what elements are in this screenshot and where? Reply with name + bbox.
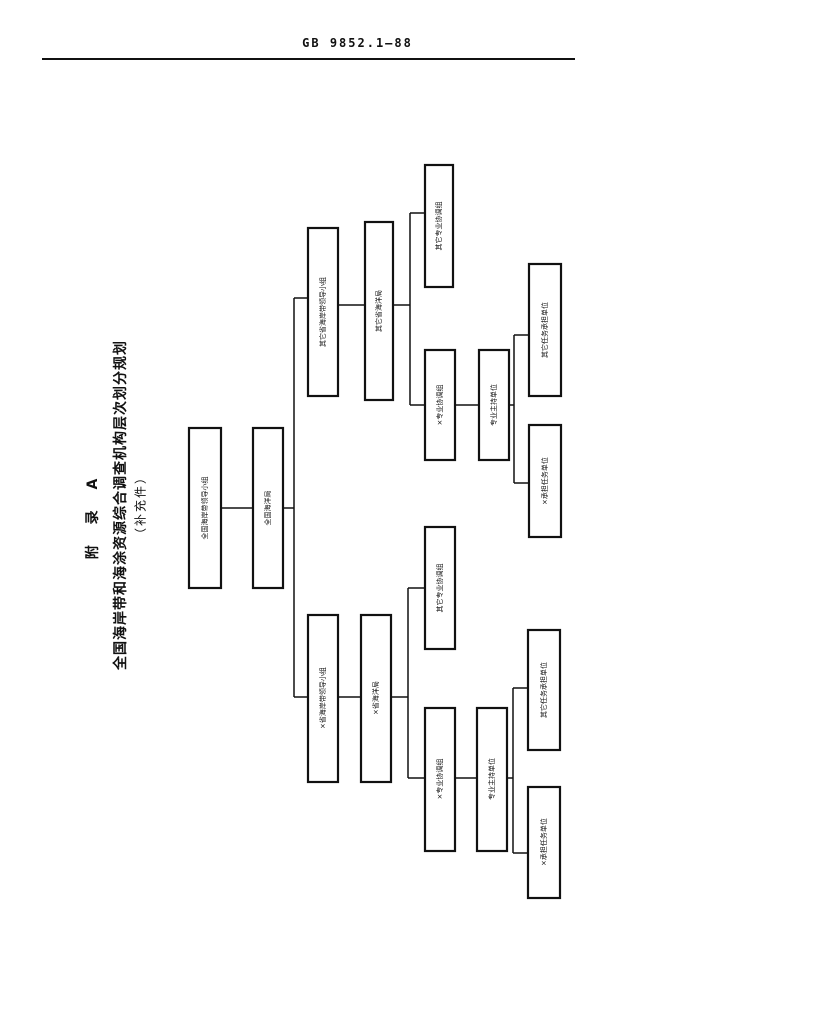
node-right-other-specialty: 其它专业协调组 (423, 163, 455, 289)
node-right-task-label: ×承担任务单位 (540, 457, 549, 505)
node-right-host: 专业主持单位 (477, 348, 511, 462)
node-right-office-label: 其它省海洋局 (374, 290, 383, 332)
node-right-other-specialty-label: 其它专业协调组 (434, 202, 443, 251)
node-right-office: 其它省海洋局 (363, 220, 395, 402)
node-right-other-task: 其它任务承担单位 (527, 262, 563, 398)
node-right-host-label: 专业主持单位 (489, 384, 498, 426)
node-right-task: ×承担任务单位 (527, 423, 563, 539)
node-left-host-label: 专业主持单位 (487, 758, 496, 800)
node-left-other-specialty: 其它专业协调组 (423, 525, 457, 651)
node-right-specialty-label: ×专业协调组 (435, 385, 444, 426)
node-left-task: ×承担任务单位 (526, 785, 562, 900)
page-header: GB 9852.1—88 (302, 36, 413, 50)
node-level1: 全国海洋局 (251, 426, 285, 590)
node-left-group-label: ×省海岸带领导小组 (318, 667, 327, 729)
node-root-label: 全国海岸带领导小组 (200, 477, 209, 540)
node-level1-label: 全国海洋局 (263, 491, 272, 526)
node-left-office-label: ×省海洋局 (371, 681, 380, 715)
node-right-group: 其它省海岸带领导小组 (306, 226, 340, 398)
node-left-other-specialty-label: 其它专业协调组 (435, 564, 444, 613)
node-right-other-task-label: 其它任务承担单位 (540, 302, 549, 358)
node-left-other-task: 其它任务承担单位 (526, 628, 562, 752)
node-right-specialty: ×专业协调组 (423, 348, 457, 462)
node-left-task-label: ×承担任务单位 (539, 818, 548, 866)
connector-lines (221, 212, 529, 854)
node-left-group: ×省海岸带领导小组 (306, 613, 340, 784)
header-rule (42, 58, 575, 60)
node-left-specialty-label: ×专业协调组 (435, 759, 444, 800)
node-right-group-label: 其它省海岸带领导小组 (318, 277, 327, 347)
node-left-host: 专业主持单位 (475, 706, 509, 853)
node-root: 全国海岸带领导小组 (187, 426, 223, 590)
node-left-specialty: ×专业协调组 (423, 706, 457, 853)
node-left-office: ×省海洋局 (359, 613, 393, 784)
node-left-other-task-label: 其它任务承担单位 (539, 662, 548, 718)
